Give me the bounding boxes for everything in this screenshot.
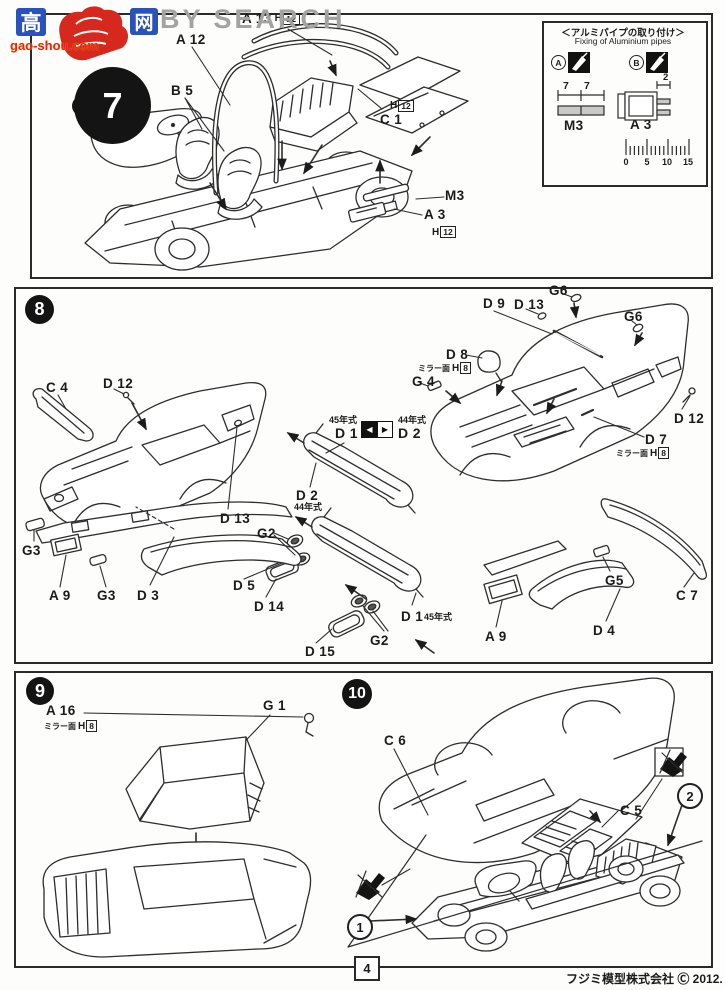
part-label-d4: D 4 (593, 623, 616, 638)
step-8-badge: 8 (25, 295, 54, 324)
part-label-m3: M3 (445, 188, 465, 203)
step9-10-illustration (42, 677, 703, 958)
copyright-text: フジミ模型株式会社 Ⓒ 2012. 9 (566, 972, 725, 986)
sel-d2-label: D 2 (398, 425, 421, 441)
alum-box-graphics (557, 52, 690, 155)
watermark-fist-icon (59, 6, 128, 61)
ref-circle-1: 1 (347, 914, 373, 940)
watermark-url: gao-shou.com (10, 38, 99, 53)
part-label-d2: D 2 (296, 488, 319, 503)
part-label-d1: D 1 (401, 609, 424, 624)
part-label-a16: A 16 (46, 703, 76, 718)
part-label-d1-year: 45年式 (424, 612, 453, 622)
part-label-a9-right: A 9 (485, 629, 507, 644)
year-44-label: 44年式 (398, 415, 427, 425)
part-label-g4: G 4 (412, 374, 435, 389)
watermark-cn-right: 网 (130, 8, 158, 35)
part-label-a9-left: A 9 (49, 588, 71, 603)
part-label-c6: C 6 (384, 733, 407, 748)
craft-knife-icon-a (568, 52, 590, 73)
year-45-label: 45年式 (329, 415, 358, 425)
part-label-g5: G5 (605, 573, 624, 588)
step-9-badge: 9 (26, 677, 54, 705)
part-label-d3: D 3 (137, 588, 160, 603)
craft-knife-icon-b (646, 52, 668, 73)
part-label-g6-top: G6 (549, 283, 568, 298)
part-label-d12-left: D 12 (103, 376, 134, 391)
swap-arrows-icon: ◀▶ (361, 421, 393, 438)
part-label-g1: G 1 (263, 698, 286, 713)
part-label-g2-top: G2 (257, 526, 276, 541)
part-label-b5: B 5 (171, 83, 194, 98)
part-label-d14: D 14 (254, 599, 285, 614)
watermark-cn-left: 高 (16, 8, 46, 36)
part-label-d8: D 8 (446, 347, 469, 362)
part-label-g3-mid: G3 (97, 588, 116, 603)
part-label-d13-mid: D 13 (220, 511, 251, 526)
part-label-g2-bottom: G2 (370, 633, 389, 648)
part-label-c7: C 7 (676, 588, 699, 603)
part-label-d13-top: D 13 (514, 297, 545, 312)
part-label-d15: D 15 (305, 644, 336, 659)
part-label-c5: C 5 (620, 803, 643, 818)
watermark-brand-text: BY SEARCH (160, 4, 346, 34)
part-label-d2-year: 44年式 (294, 502, 323, 512)
step8-illustration (25, 292, 708, 654)
step-10-badge: 10 (342, 679, 372, 709)
page-number: 4 (354, 956, 380, 981)
part-label-g6-side: G6 (624, 309, 643, 324)
sel-d1-label: D 1 (335, 425, 358, 441)
part-label-c4: C 4 (46, 380, 69, 395)
ref-circle-2: 2 (677, 783, 703, 809)
step-7-badge: 7 (74, 67, 151, 144)
part-label-d12-right: D 12 (674, 411, 705, 426)
part-label-d5: D 5 (233, 578, 256, 593)
part-label-d7: D 7 (645, 432, 668, 447)
part-label-a12: A 12 (176, 32, 206, 47)
part-label-d9: D 9 (483, 296, 506, 311)
part-label-g3-left: G3 (22, 543, 41, 558)
